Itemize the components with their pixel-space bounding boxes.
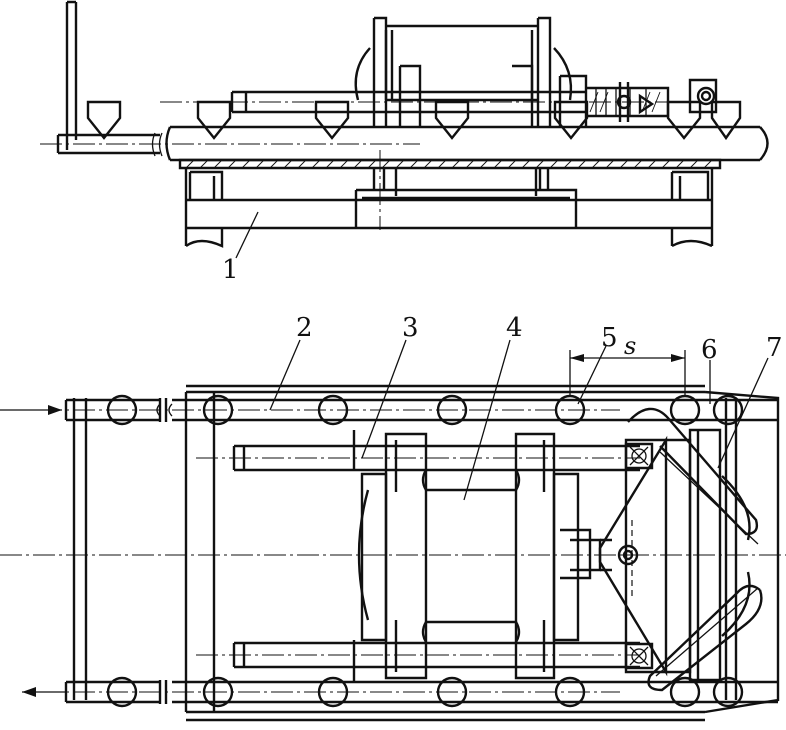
- label-1: 1: [222, 255, 239, 285]
- side-elevation-view: [40, 0, 769, 248]
- mold-assembly-side: [230, 16, 718, 127]
- plan-view: s: [0, 332, 786, 722]
- pushing-mechanism: [598, 407, 763, 692]
- leader-lines: [269, 339, 769, 501]
- label-5: 5: [601, 323, 618, 353]
- mold-plates: [352, 430, 602, 682]
- wheel-row-upper: [106, 394, 744, 426]
- label-7: 7: [766, 333, 783, 363]
- label-4: 4: [506, 313, 523, 343]
- wheel-row-lower: [106, 676, 744, 708]
- label-6: 6: [701, 335, 718, 365]
- label-1-group: 1: [222, 211, 259, 285]
- label-3: 3: [402, 313, 419, 343]
- dimension-s: s: [569, 332, 686, 396]
- nozzle-group: [86, 100, 742, 141]
- label-2: 2: [296, 313, 313, 343]
- dimension-s-label: s: [624, 332, 636, 360]
- guide-rods: [232, 444, 640, 669]
